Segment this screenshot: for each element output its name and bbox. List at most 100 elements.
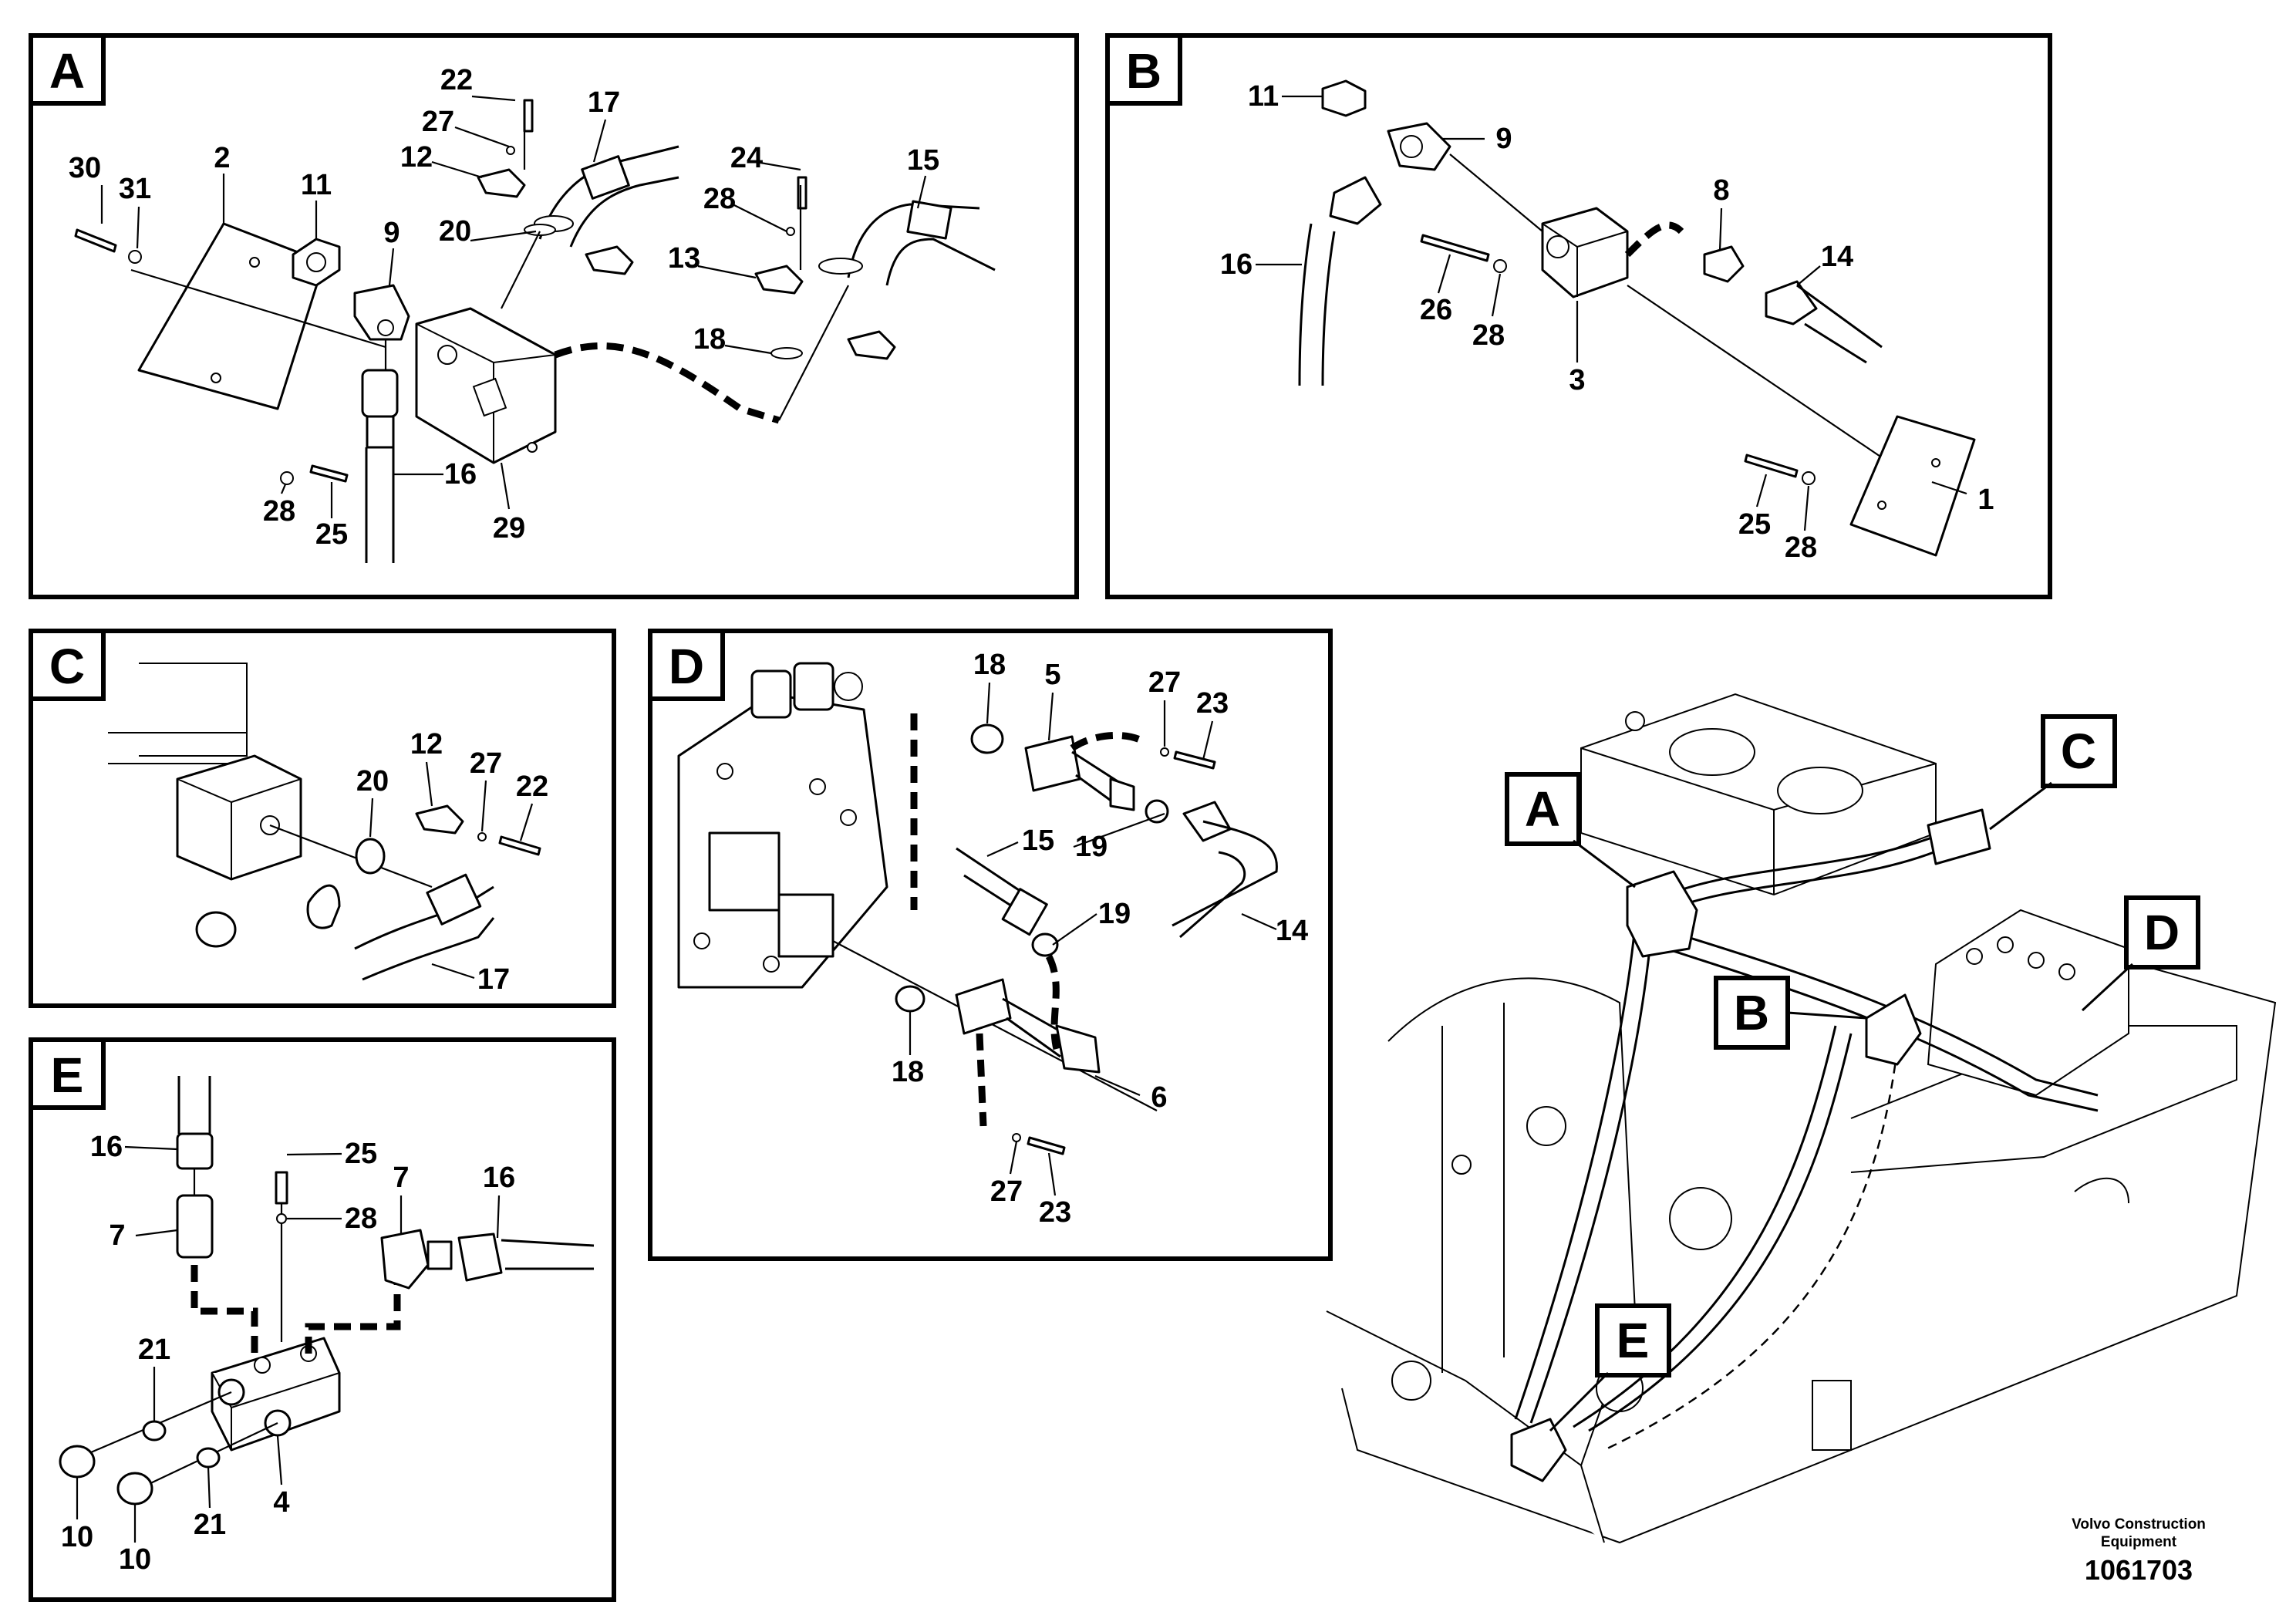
overview-component-e [1510, 1418, 1567, 1482]
callout-a-27: 27 [422, 106, 454, 138]
callout-e-25: 25 [345, 1138, 377, 1170]
callout-c-20: 20 [356, 765, 389, 798]
washer-27 [1160, 747, 1169, 757]
callout-a-13: 13 [668, 242, 700, 275]
credit-line-2: Equipment [2101, 1534, 2177, 1550]
callout-d-15: 15 [1022, 824, 1054, 857]
bolt-23-lower [1027, 1136, 1066, 1155]
bolt-22 [523, 99, 534, 133]
overview-component-b [1865, 993, 1922, 1066]
callout-d-23b: 23 [1039, 1196, 1071, 1229]
clamp-half-12 [477, 168, 526, 198]
adapter-16 [361, 369, 399, 418]
callout-c-17: 17 [477, 963, 510, 996]
hose-16 [365, 447, 395, 563]
callout-b-14: 14 [1821, 241, 1853, 273]
clamp-half-right [585, 245, 634, 275]
callout-e-21b: 21 [194, 1509, 226, 1541]
flange-6 [955, 978, 1012, 1035]
panel-e-tag: E [51, 1047, 84, 1103]
hose-16-upper [177, 1076, 211, 1134]
callout-b-1: 1 [1977, 484, 1994, 516]
panel-e: E 16 25 7 7 16 28 21 21 4 10 [29, 1037, 616, 1602]
hose-16-right [501, 1239, 595, 1270]
washer-28 [276, 1213, 287, 1224]
callout-e-4: 4 [273, 1486, 289, 1519]
assembly-dash-d3 [1045, 954, 1060, 1050]
oring-19 [1145, 799, 1169, 824]
callout-d-6: 6 [1151, 1081, 1167, 1114]
panel-a: A [29, 33, 1079, 599]
callout-e-16: 16 [90, 1131, 123, 1163]
oring-18-lower [895, 985, 925, 1013]
callout-b-9: 9 [1495, 123, 1512, 155]
hose-14 [1796, 284, 1883, 364]
bolt-23 [1173, 750, 1216, 770]
overview-tag-e-box [1595, 1303, 1671, 1378]
oring-19-lower [1031, 932, 1059, 957]
overview-tag-b: B [1734, 985, 1769, 1040]
callout-b-26: 26 [1420, 294, 1452, 326]
assembly-dash-a [554, 342, 781, 424]
bolt-30 [74, 228, 117, 253]
callout-a-20: 20 [439, 215, 471, 248]
callout-d-5: 5 [1044, 659, 1060, 691]
washer-28-lower [1802, 471, 1816, 485]
panel-a-tag: A [49, 43, 85, 99]
hose-16 [1298, 223, 1336, 386]
panel-a-tag-box [29, 33, 106, 106]
overview-tag-d: D [2144, 905, 2180, 960]
panel-e-frame [29, 1037, 616, 1602]
plate-1 [1849, 415, 1976, 557]
adapter-8 [1703, 245, 1745, 283]
plug [195, 911, 237, 948]
washer-28 [1493, 259, 1507, 273]
callout-e-7: 7 [109, 1219, 125, 1252]
callout-d-23: 23 [1196, 687, 1229, 720]
machine-overview: A B C D E [1326, 693, 2277, 1544]
callout-b-8: 8 [1713, 174, 1729, 207]
plate-2 [137, 222, 325, 410]
clamp-half-13 [754, 265, 804, 295]
callout-e-10: 10 [61, 1521, 93, 1553]
assembly-dash-e2 [305, 1284, 401, 1354]
hose-overview-top [1657, 831, 1944, 900]
callout-a-29: 29 [493, 512, 525, 545]
panel-e-tag-box [29, 1037, 106, 1110]
washer-31 [128, 250, 142, 264]
bolt-24 [797, 176, 807, 210]
credit-line-1: Volvo Construction [2072, 1516, 2206, 1533]
callout-e-16b: 16 [483, 1162, 515, 1194]
bolt-25 [1744, 454, 1799, 478]
adapter [1329, 176, 1382, 225]
overview-tag-a-box [1505, 772, 1581, 846]
callout-d-27: 27 [1148, 666, 1181, 699]
oring-21 [142, 1420, 167, 1442]
callout-b-28a: 28 [1472, 319, 1505, 352]
adapter-16 [176, 1132, 214, 1170]
hose-overview-mid [1650, 924, 2099, 1097]
callout-a-28: 28 [263, 495, 295, 528]
callout-d-19b: 19 [1098, 898, 1131, 930]
clamp-half-lower [847, 330, 896, 360]
callout-a-11: 11 [301, 169, 332, 201]
clamp-half-lower [306, 884, 341, 929]
oring-20 [355, 838, 386, 875]
panel-d-tag-box [648, 629, 725, 701]
assembly-dash-d2 [1070, 731, 1144, 751]
overview-tag-a: A [1525, 781, 1560, 837]
panel-c-tag-box [29, 629, 106, 701]
callout-e-21: 21 [138, 1334, 170, 1366]
clamp-half-12 [415, 804, 464, 835]
hose-overview-long [1514, 925, 1637, 1420]
callout-a-17: 17 [588, 86, 620, 119]
bolt-22 [498, 835, 541, 856]
panel-b-tag: B [1126, 43, 1161, 99]
callout-b-16: 16 [1220, 248, 1253, 281]
callout-b-28: 28 [1785, 531, 1817, 564]
washer-27 [477, 832, 487, 841]
overview-component-c [1927, 808, 1991, 865]
callout-e-7b: 7 [393, 1162, 409, 1194]
callout-d-18b: 18 [892, 1056, 924, 1088]
